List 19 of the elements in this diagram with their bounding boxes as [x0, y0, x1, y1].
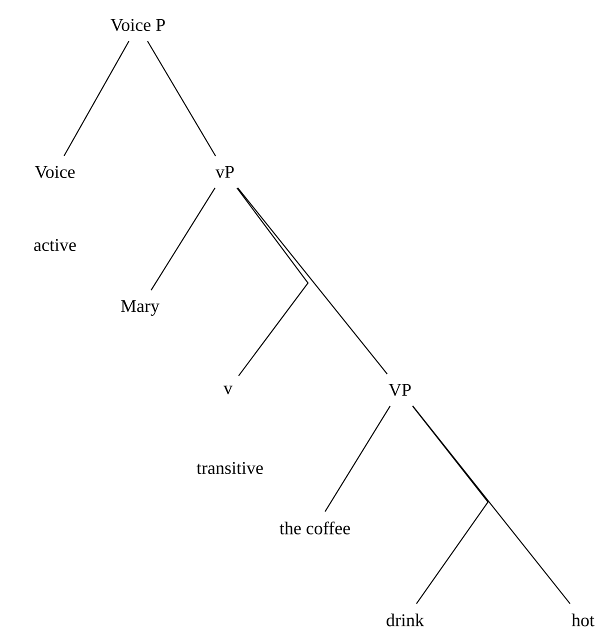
- branch-line: [237, 188, 388, 374]
- tree-label: the coffee: [280, 522, 350, 534]
- tree-label: VP: [388, 384, 411, 396]
- branch-line: [147, 40, 216, 156]
- branch-line: [150, 188, 216, 290]
- tree-label: v: [224, 386, 232, 394]
- branch-line: [64, 40, 130, 156]
- feature-label: active: [34, 238, 76, 252]
- branch-line: [324, 406, 391, 512]
- tree-label: drink: [386, 614, 424, 626]
- tree-label: vP: [216, 166, 234, 178]
- branch-line: [412, 406, 489, 604]
- branch-line: [412, 406, 570, 604]
- tree-label: Mary: [121, 300, 160, 316]
- branch-line: [236, 188, 309, 376]
- tree-label: hot: [572, 614, 594, 626]
- tree-label: Voice: [34, 166, 75, 178]
- feature-label: transitive: [196, 462, 263, 474]
- tree-label: Voice P: [110, 18, 165, 32]
